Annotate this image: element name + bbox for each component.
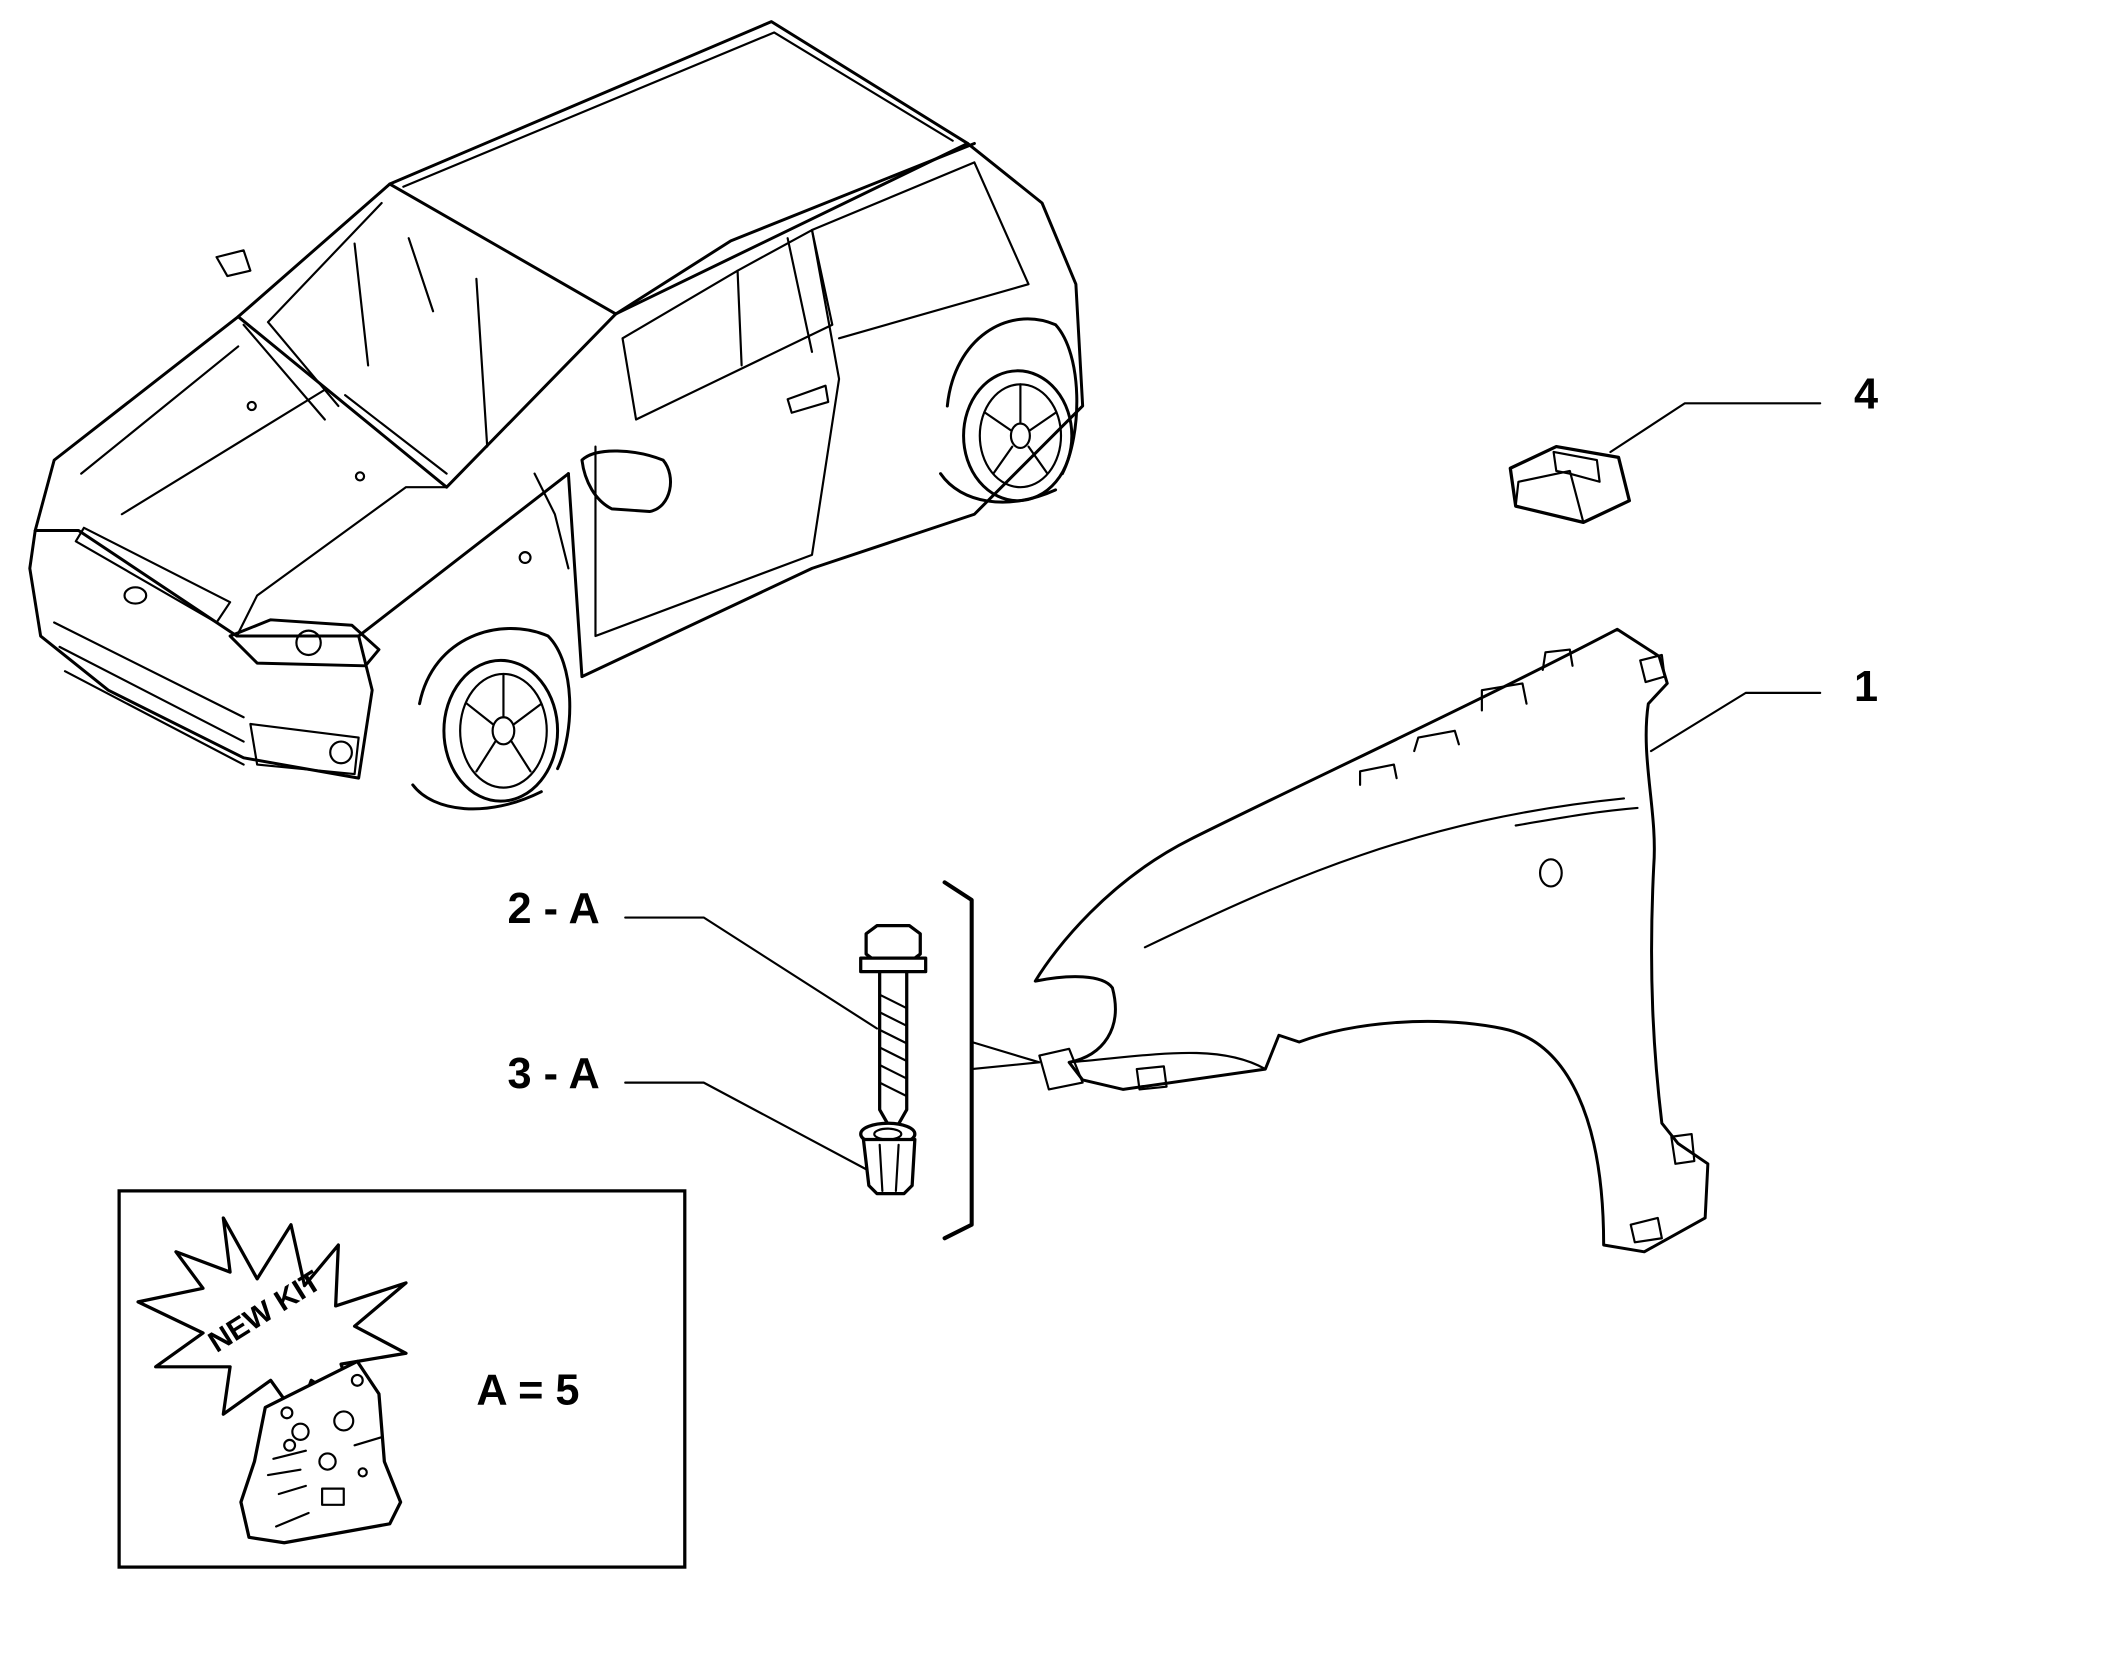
callout-3: 3 - A (508, 1050, 600, 1098)
kit-box-frame (117, 1189, 687, 1569)
leader-line-1 (1649, 691, 1822, 753)
new-kit-starburst: NEW KIT (136, 1216, 408, 1420)
callout-1: 1 (1854, 663, 1878, 711)
part-1-fender (1033, 627, 1710, 1254)
leader-line-4 (1609, 402, 1822, 454)
kit-bag-illustration (239, 1359, 403, 1545)
bracket-leader (970, 1040, 1041, 1071)
leader-line-2 (624, 916, 879, 1030)
part-4-clip (1508, 444, 1632, 524)
callout-2: 2 - A (508, 885, 600, 933)
part-2-screw (859, 924, 928, 1131)
callout-4: 4 (1854, 371, 1878, 419)
leader-line-3 (624, 1081, 868, 1171)
car-illustration (28, 20, 1085, 811)
kit-quantity-label: A = 5 (476, 1367, 579, 1415)
assembly-bracket (942, 880, 974, 1241)
part-3-nut (859, 1121, 917, 1196)
